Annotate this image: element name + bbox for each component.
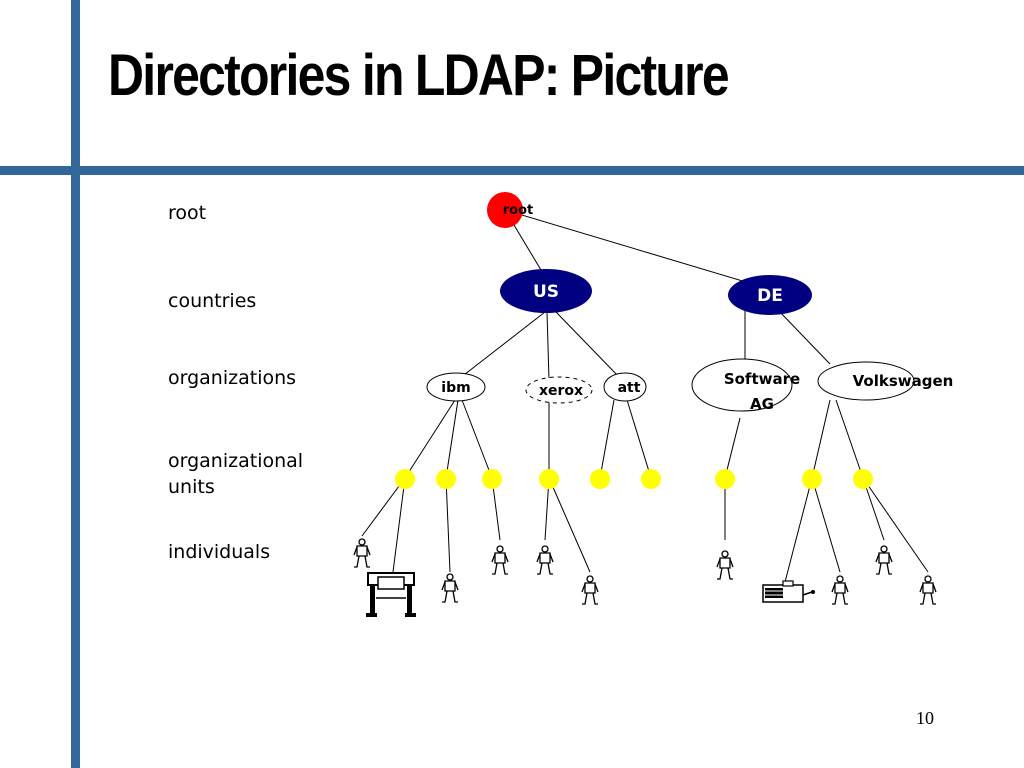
device-icon: [762, 580, 815, 603]
org-unit-node: [590, 469, 610, 489]
edge-ibm-ou2: [445, 399, 459, 479]
country-label-de: DE: [757, 286, 783, 306]
person-icon: [353, 538, 371, 568]
org-unit-nodes: [395, 469, 873, 489]
edge-us-att: [555, 311, 621, 379]
org-unit-node: [715, 469, 735, 489]
org-label-att: att: [618, 380, 641, 396]
edge-ou8-person: [811, 477, 841, 573]
level-label-org-units-line2: units: [168, 476, 215, 498]
printer-icon: [366, 572, 416, 617]
edge-ibm-ou3: [461, 399, 493, 479]
edge-us-ibm: [459, 311, 546, 379]
edge-ou9-person-b: [862, 477, 929, 573]
person-icon: [919, 575, 937, 605]
level-label-organizations: organizations: [168, 367, 297, 389]
edge-ou4-person-b: [548, 477, 591, 573]
person-icon: [491, 545, 509, 575]
org-unit-node: [539, 469, 559, 489]
edge-us-xerox: [546, 311, 550, 381]
level-label-countries: countries: [168, 290, 257, 312]
level-label-root: root: [168, 202, 207, 224]
edge-att-ou6: [626, 399, 652, 479]
edge-de-volkswagen: [777, 309, 831, 365]
person-icon: [716, 550, 734, 580]
edge-ibm-ou1: [404, 399, 456, 479]
edge-att-ou5: [599, 399, 615, 479]
person-icon: [441, 573, 459, 603]
country-label-us: US: [533, 282, 559, 302]
org-label-volkswagen: Volkswagen: [853, 372, 954, 390]
edge-software-ag-ou7: [724, 417, 741, 479]
org-label-software: Software: [724, 370, 800, 388]
edge-volkswagen-ou8: [811, 399, 831, 479]
country-node-de: [728, 275, 812, 315]
page-number: 10: [916, 708, 934, 728]
org-node-att: [603, 372, 647, 402]
root-node: [487, 192, 523, 228]
org-label-ibm: ibm: [441, 380, 470, 396]
org-node-ibm: [426, 372, 486, 402]
edge-ou1-printer: [392, 477, 406, 573]
edge-volkswagen-ou9: [835, 399, 864, 479]
country-node-us: [500, 269, 592, 313]
org-node-software-ag: [691, 358, 793, 412]
person-icon: [875, 545, 893, 575]
org-node-xerox: [525, 376, 593, 404]
org-node-volkswagen: [817, 361, 915, 401]
org-unit-node: [641, 469, 661, 489]
root-node-label: root: [503, 203, 534, 218]
org-label-ag: AG: [750, 395, 774, 413]
slide-title: Directories in LDAP: Picture: [108, 43, 730, 108]
org-unit-node: [482, 469, 502, 489]
org-unit-node: [802, 469, 822, 489]
org-unit-node: [436, 469, 456, 489]
edge-ou1-person: [361, 477, 406, 537]
edge-ou2-person: [445, 477, 451, 573]
org-unit-node: [395, 469, 415, 489]
left-accent-bar: [71, 0, 80, 768]
edge-ou8-device: [784, 477, 813, 583]
org-label-xerox: xerox: [539, 383, 583, 399]
level-label-individuals: individuals: [168, 541, 271, 563]
person-icon: [831, 575, 849, 605]
level-label-org-units-line1: organizational: [168, 450, 304, 472]
title-divider-bar: [0, 166, 1024, 175]
person-icon: [536, 545, 554, 575]
org-unit-node: [853, 469, 873, 489]
edge-root-de: [504, 209, 767, 289]
individual-nodes: [353, 538, 937, 605]
person-icon: [581, 575, 599, 605]
